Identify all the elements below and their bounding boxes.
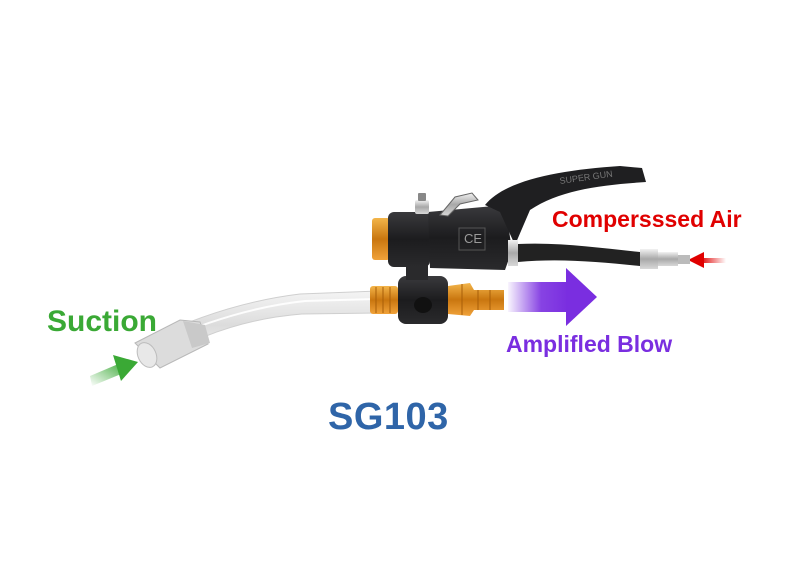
model-name: SG103 xyxy=(328,396,449,438)
air-gun-body: SUPER GUN CE xyxy=(372,166,690,270)
ce-mark: CE xyxy=(464,231,482,246)
compressed-air-label: Compersssed Air xyxy=(552,206,742,232)
amplified-blow-arrow-icon xyxy=(508,268,597,326)
amplified-blow-label: Amplifled Blow xyxy=(506,331,673,357)
amplifier-body xyxy=(370,262,504,324)
compressed-air-arrow-icon xyxy=(688,252,726,268)
suction-nozzle xyxy=(134,319,210,369)
suction-arrow-icon xyxy=(90,355,138,386)
suction-label: Suction xyxy=(47,305,157,338)
